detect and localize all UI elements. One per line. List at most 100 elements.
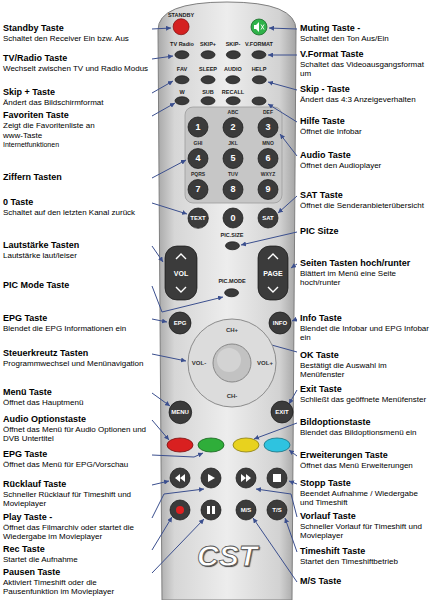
leader-line — [152, 517, 172, 550]
callout-title: 0 Taste — [3, 197, 150, 208]
navigation-pad — [188, 319, 276, 407]
button-cap — [188, 117, 208, 137]
callout-text: Internetfunktionen — [3, 141, 150, 149]
number-key: MNO6 — [258, 140, 278, 169]
callout-title: Hilfe Taste — [300, 116, 433, 127]
button-label: EXIT — [275, 409, 288, 415]
callout-title: M/S Taste — [300, 576, 433, 587]
callout-text: Schaltet den Ton Aus/Ein — [300, 34, 433, 43]
down-chevron — [268, 287, 278, 292]
rewind-button — [170, 468, 190, 488]
callout-text: Lautstärke laut/leiser — [3, 251, 150, 260]
button-label: 3 — [265, 123, 270, 132]
mute-cross — [261, 25, 264, 30]
button-cap — [271, 401, 293, 423]
callout-text: Startet den Timeshiftbetrieb — [300, 557, 433, 566]
number-key: 1 — [188, 117, 208, 137]
button-label: 5 — [230, 154, 235, 163]
callout-text: Schaltet das Videoausgangsformat um — [300, 60, 433, 78]
number-key: PQRS7 — [188, 171, 208, 200]
button-label: 9 — [265, 185, 270, 194]
round-button: MENU — [169, 401, 192, 424]
button-label: TEXT — [190, 215, 205, 221]
callout-title: Lautstärke Tasten — [3, 240, 150, 251]
button-cap — [225, 242, 239, 250]
button-label: FAV — [177, 67, 187, 73]
button-label: WXYZ — [261, 172, 275, 177]
remote-button: AUDIO — [223, 66, 243, 84]
button-cap — [175, 97, 189, 105]
round-button: EPG — [169, 312, 191, 334]
button-label: TUV — [228, 172, 238, 177]
leader-line — [268, 55, 297, 56]
leader-line — [241, 232, 297, 245]
button-label: PAGE — [263, 270, 282, 277]
remote-button — [252, 97, 266, 105]
button-cap — [175, 51, 189, 59]
button-cap — [201, 76, 215, 84]
callout-text: Öffnet die Infobar — [300, 127, 433, 136]
play-button — [201, 468, 221, 488]
stop-symbol — [273, 474, 281, 482]
pause-button — [201, 500, 221, 520]
leader-line — [152, 481, 169, 485]
rocker-button: VOL — [165, 246, 197, 300]
keypad-panel — [185, 107, 282, 203]
callout-text: Schneller Vorlauf für Timeshift und Movi… — [300, 522, 433, 540]
callout-title: PIC Mode Taste — [3, 280, 150, 291]
play-symbol — [208, 474, 215, 482]
callout-text: Blendet die Infobar und EPG Infobar ein — [300, 324, 433, 342]
callout-title: Pausen Taste — [3, 567, 150, 578]
button-label: SLEEP — [199, 67, 217, 73]
round-button: 0 — [223, 208, 243, 228]
button-label: T/S — [272, 507, 281, 513]
forward-symbol — [241, 474, 251, 482]
button-cap — [173, 19, 189, 35]
leader-line — [152, 203, 187, 214]
leader-line — [268, 82, 297, 90]
callout-text: Schaltet den Receiver Ein bzw. Aus — [3, 34, 150, 43]
callout-text: Blättert im Menü eine Seite hoch/runter — [300, 269, 433, 287]
button-cap — [252, 51, 266, 59]
callout-title: EPG Taste — [3, 449, 150, 460]
callout-title: Bildoptionstaste — [300, 417, 433, 428]
button-label: 6 — [265, 154, 270, 163]
down-chevron — [176, 287, 186, 292]
button-label: M/S — [241, 507, 252, 513]
button-label: SAT — [262, 215, 274, 221]
callout-title: Skip - Taste — [300, 84, 433, 95]
button-label: CH- — [227, 393, 238, 399]
callout-title: OK Taste — [300, 350, 433, 361]
remote-housing — [158, 2, 296, 600]
callout-title: Favoriten Taste — [3, 110, 150, 121]
remote-button: SKIP+ — [199, 41, 217, 59]
callout-text: Öffnet das Menü Erweiterungen — [300, 461, 433, 470]
rewind-symbol — [175, 474, 185, 482]
callout-text: Ändert das 4:3 Anzeigeverhalten — [300, 95, 433, 104]
leader-line — [152, 393, 170, 406]
callout-title: V.Format Taste — [300, 49, 433, 60]
up-chevron — [268, 254, 278, 259]
ok-highlight — [217, 348, 241, 372]
callout-text: Schließt das geöffnete Menüfenster — [300, 395, 433, 404]
leader-line — [250, 344, 297, 352]
button-cap — [252, 76, 266, 84]
button-cap — [169, 401, 192, 424]
cyan-button — [264, 438, 290, 452]
callout-text: Bestätigt die Auswahl im Menüfenster — [300, 361, 433, 379]
button-label: MENU — [171, 409, 189, 415]
rocker-cap — [258, 246, 288, 300]
callout-title: Steuerkreutz Tasten — [3, 348, 150, 359]
callout-text: Ändert das Bildschirmformat — [3, 98, 150, 107]
leader-line — [278, 196, 297, 213]
callout-text: Öffnet das Filmarchiv oder startet die W… — [3, 523, 150, 541]
round-button: TEXT — [188, 208, 208, 228]
leader-line — [152, 81, 173, 93]
button-label: VOL- — [192, 360, 206, 366]
leader-line — [254, 423, 297, 439]
button-cap — [223, 117, 243, 137]
button-cap — [226, 51, 240, 59]
record-symbol — [176, 506, 184, 514]
forward-button — [236, 468, 256, 488]
